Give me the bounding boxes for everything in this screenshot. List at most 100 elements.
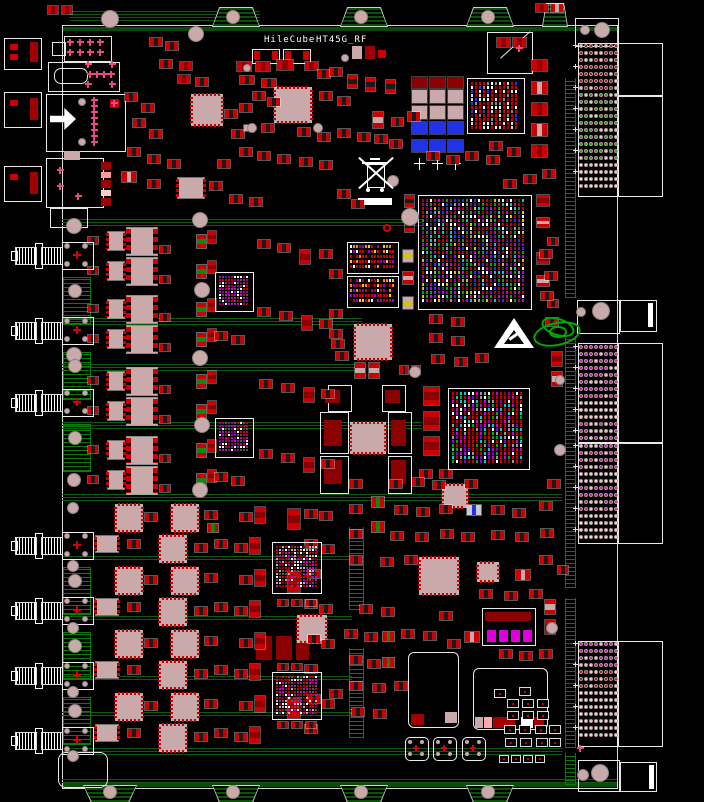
- header-pin[interactable]: [599, 507, 603, 511]
- passive-component[interactable]: [338, 129, 350, 137]
- capacitor[interactable]: [448, 90, 463, 103]
- passive-component[interactable]: [168, 160, 180, 168]
- passive-component[interactable]: [197, 444, 206, 457]
- header-pin[interactable]: [579, 663, 583, 667]
- passive-component[interactable]: [355, 363, 365, 378]
- header-pin[interactable]: [594, 345, 598, 349]
- header-pin[interactable]: [614, 436, 618, 440]
- header-pin[interactable]: [599, 514, 603, 518]
- header-pin[interactable]: [599, 429, 603, 433]
- passive-component[interactable]: [197, 405, 206, 418]
- passive-component[interactable]: [195, 733, 207, 741]
- header-pin[interactable]: [614, 44, 618, 48]
- header-pin[interactable]: [589, 479, 593, 483]
- header-pin[interactable]: [594, 415, 598, 419]
- passive-component[interactable]: [322, 390, 334, 398]
- passive-component[interactable]: [235, 670, 247, 678]
- passive-component[interactable]: [195, 670, 207, 678]
- soic-ic[interactable]: [96, 725, 118, 741]
- header-pin[interactable]: [589, 44, 593, 48]
- passive-component[interactable]: [306, 722, 316, 728]
- passive-component[interactable]: [373, 684, 385, 692]
- passive-component[interactable]: [240, 576, 252, 584]
- header-pin[interactable]: [609, 535, 613, 539]
- passive-component[interactable]: [178, 75, 190, 83]
- header-pin[interactable]: [604, 128, 608, 132]
- header-pin[interactable]: [584, 401, 588, 405]
- header-pin[interactable]: [584, 44, 588, 48]
- soic-ic[interactable]: [108, 262, 124, 280]
- header-pin[interactable]: [584, 86, 588, 90]
- header-pin[interactable]: [589, 677, 593, 681]
- passive-component[interactable]: [277, 60, 293, 70]
- header-pin[interactable]: [614, 719, 618, 723]
- header-pin[interactable]: [614, 521, 618, 525]
- header-pin[interactable]: [584, 719, 588, 723]
- header-pin[interactable]: [614, 535, 618, 539]
- header-pin[interactable]: [609, 528, 613, 532]
- passive-component[interactable]: [128, 729, 140, 737]
- passive-component[interactable]: [215, 332, 227, 340]
- passive-component[interactable]: [256, 62, 270, 71]
- header-pin[interactable]: [584, 394, 588, 398]
- passive-component[interactable]: [125, 93, 137, 101]
- header-pin[interactable]: [589, 465, 593, 469]
- passive-component[interactable]: [240, 639, 252, 647]
- header-pin[interactable]: [604, 107, 608, 111]
- capacitor[interactable]: [448, 106, 463, 119]
- header-pin[interactable]: [609, 107, 613, 111]
- header-pin[interactable]: [589, 352, 593, 356]
- header-pin[interactable]: [594, 86, 598, 90]
- qfn-ic[interactable]: [420, 558, 458, 594]
- header-pin[interactable]: [599, 177, 603, 181]
- passive-component[interactable]: [408, 112, 420, 121]
- coil-inductor[interactable]: [41, 394, 63, 412]
- header-pin[interactable]: [604, 114, 608, 118]
- pad[interactable]: [378, 50, 386, 58]
- header-pin[interactable]: [604, 100, 608, 104]
- edge-connector-pads[interactable]: [62, 242, 94, 270]
- header-pin[interactable]: [614, 472, 618, 476]
- passive-component[interactable]: [215, 729, 227, 737]
- pad[interactable]: [101, 162, 111, 170]
- passive-component[interactable]: [215, 603, 227, 611]
- passive-component[interactable]: [145, 702, 157, 710]
- passive-component[interactable]: [500, 650, 512, 658]
- header-pin[interactable]: [614, 642, 618, 646]
- header-pin[interactable]: [579, 465, 583, 469]
- passive-component[interactable]: [366, 78, 375, 91]
- header-pin[interactable]: [614, 51, 618, 55]
- header-pin[interactable]: [584, 79, 588, 83]
- header-pin[interactable]: [609, 373, 613, 377]
- header-pin[interactable]: [599, 114, 603, 118]
- passive-component[interactable]: [455, 358, 467, 366]
- header-pin[interactable]: [609, 177, 613, 181]
- qfn-ic[interactable]: [275, 88, 311, 122]
- header-pin[interactable]: [604, 535, 608, 539]
- header-pin[interactable]: [604, 387, 608, 391]
- coil-inductor[interactable]: [41, 732, 63, 750]
- passive-component[interactable]: [332, 340, 344, 348]
- passive-component[interactable]: [551, 4, 563, 12]
- capacitor[interactable]: [430, 90, 445, 103]
- header-pin[interactable]: [579, 135, 583, 139]
- header-pin[interactable]: [584, 107, 588, 111]
- header-pin[interactable]: [579, 726, 583, 730]
- header-pin[interactable]: [599, 528, 603, 532]
- passive-component[interactable]: [322, 545, 334, 553]
- pad[interactable]: [101, 180, 111, 188]
- passive-component[interactable]: [160, 455, 170, 462]
- capacitor[interactable]: [412, 77, 427, 88]
- header-pin[interactable]: [579, 51, 583, 55]
- passive-component[interactable]: [400, 366, 408, 374]
- passive-component[interactable]: [250, 727, 260, 743]
- header-pin[interactable]: [609, 170, 613, 174]
- header-pin[interactable]: [579, 535, 583, 539]
- passive-component[interactable]: [262, 124, 274, 132]
- header-pin[interactable]: [599, 705, 603, 709]
- header-pin[interactable]: [609, 387, 613, 391]
- pad[interactable]: [391, 420, 406, 446]
- passive-component[interactable]: [424, 632, 436, 640]
- passive-component[interactable]: [160, 485, 170, 492]
- header-pin[interactable]: [584, 142, 588, 146]
